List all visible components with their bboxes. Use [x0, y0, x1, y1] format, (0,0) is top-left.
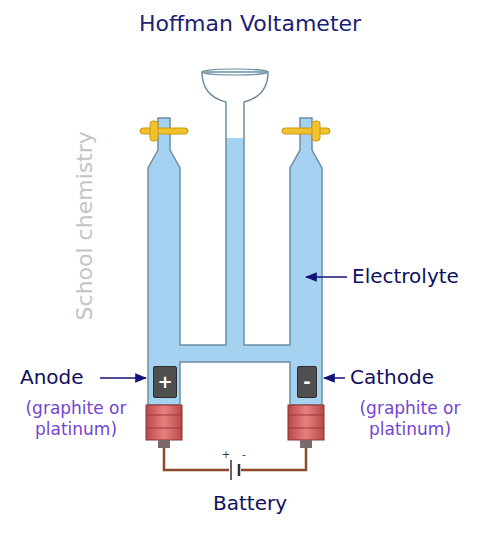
material-note: (graphite or platinum) — [340, 398, 480, 441]
anode-electrode: + — [153, 366, 177, 398]
terminal-sign: - — [239, 449, 249, 462]
cathode-electrode: - — [297, 366, 317, 398]
part-label: Electrolyte — [352, 264, 492, 289]
polarity-sign: - — [303, 373, 310, 391]
terminal-sign: + — [221, 449, 231, 462]
part-label: Battery — [150, 491, 350, 516]
watermark: School chemistry — [71, 126, 99, 326]
polarity-sign: + — [157, 373, 172, 391]
title: Hoffman Voltameter — [0, 10, 500, 38]
rubber-stopper — [146, 405, 324, 448]
glass-outline — [148, 72, 322, 405]
tap — [140, 121, 330, 141]
part-label: Cathode — [350, 365, 490, 390]
leader-arrow — [324, 377, 345, 379]
wire — [164, 448, 229, 470]
part-label: Anode — [20, 365, 100, 390]
battery-symbol — [231, 460, 239, 480]
leader-arrow — [100, 377, 146, 379]
wire — [241, 448, 306, 470]
material-note: (graphite or platinum) — [6, 398, 146, 441]
leader-arrow — [306, 276, 347, 278]
